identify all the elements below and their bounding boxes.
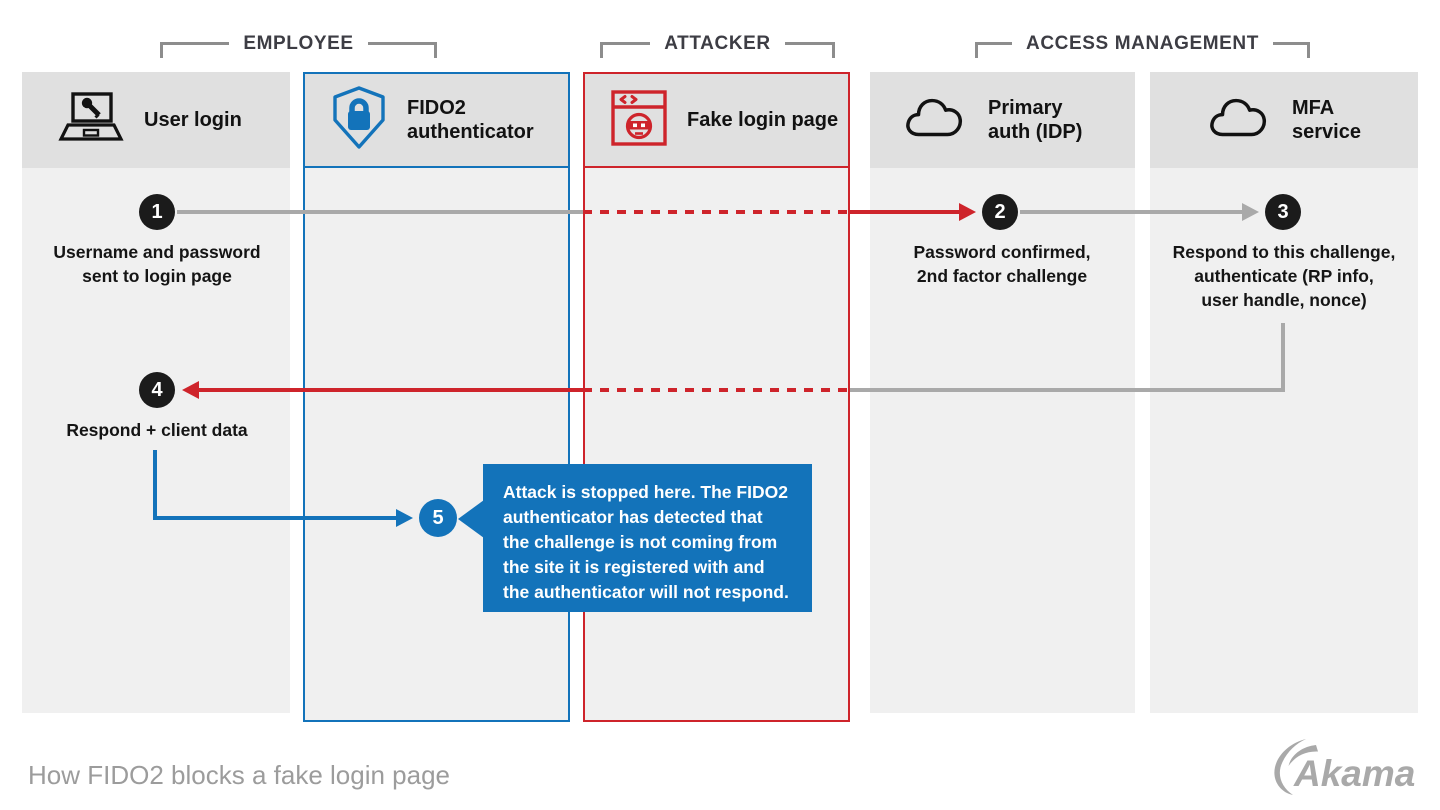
arrowhead-step4 (182, 381, 199, 399)
column-header-fake-login: Fake login page (585, 74, 848, 168)
callout-tail (458, 500, 484, 538)
column-header-fido2: FIDO2 authenticator (305, 74, 568, 168)
step-circle-2: 2 (982, 194, 1018, 230)
bracket-line (975, 42, 1013, 58)
column-label-user-login: User login (144, 109, 242, 131)
column-label-fake-login: Fake login page (687, 109, 839, 131)
akamai-logo: Akamai (1266, 736, 1426, 803)
step-text-4: Respond + client data (66, 420, 248, 440)
flow-line-5-blue (153, 516, 397, 520)
column-label-primary-auth: Primary auth (IDP) (988, 97, 1083, 143)
group-bracket-access-management: ACCESS MANAGEMENT (975, 33, 1310, 58)
cloud-icon (1208, 96, 1270, 145)
step-circle-4: 4 (139, 372, 175, 408)
step-text-2: Password confirmed, 2nd factor challenge (913, 242, 1091, 286)
shield-lock-icon (331, 85, 387, 155)
flow-line-5-down-blue (153, 450, 157, 520)
lane-fake-login-page: Fake login page (583, 72, 850, 722)
akamai-logo-text: Akamai (1293, 753, 1416, 794)
bracket-line (1272, 42, 1310, 58)
fake-page-bandit-icon (611, 89, 667, 151)
step-text-3: Respond to this challenge, authenticate … (1172, 242, 1396, 310)
group-label-access-management: ACCESS MANAGEMENT (1026, 33, 1259, 54)
column-header-mfa-service: MFA service (1150, 72, 1418, 168)
lane-user-login (22, 168, 290, 713)
step-text-1: Username and password sent to login page (53, 242, 261, 286)
group-label-employee: EMPLOYEE (243, 33, 354, 54)
flow-line-4-gray (850, 388, 1285, 392)
bracket-line (160, 42, 230, 58)
lane-fido2-authenticator: FIDO2 authenticator (303, 72, 570, 722)
flow-line-4-red-dashed (583, 388, 850, 392)
flow-line-1-red-dashed (583, 210, 850, 214)
flow-line-1-red (850, 210, 960, 214)
step-circle-3: 3 (1265, 194, 1301, 230)
step-circle-1: 1 (139, 194, 175, 230)
flow-line-1-gray (177, 210, 583, 214)
bracket-line (600, 42, 651, 58)
diagram-caption: How FIDO2 blocks a fake login page (28, 760, 450, 790)
laptop-key-icon (58, 91, 124, 149)
column-label-mfa-service: MFA service (1292, 97, 1361, 143)
callout-text: Attack is stopped here. The FIDO2 authen… (503, 482, 789, 602)
attack-stopped-callout: Attack is stopped here. The FIDO2 authen… (458, 464, 812, 612)
cloud-icon (904, 96, 966, 145)
arrowhead-step2 (959, 203, 976, 221)
bracket-line (367, 42, 438, 58)
arrowhead-step5 (396, 509, 413, 527)
flow-line-3-down-gray (1281, 323, 1285, 390)
flow-line-4-red (198, 388, 583, 392)
column-label-fido2: FIDO2 authenticator (407, 97, 534, 143)
lane-mfa-service (1150, 168, 1418, 713)
bracket-line (784, 42, 836, 58)
flow-line-2-gray (1020, 210, 1243, 214)
column-header-primary-auth: Primary auth (IDP) (870, 72, 1135, 168)
group-label-attacker: ATTACKER (664, 33, 771, 54)
group-bracket-employee: EMPLOYEE (160, 33, 438, 58)
group-bracket-attacker: ATTACKER (600, 33, 836, 58)
arrowhead-step3 (1242, 203, 1259, 221)
column-header-user-login: User login (22, 72, 290, 168)
step-circle-5: 5 (419, 499, 457, 537)
lane-primary-auth (870, 168, 1135, 713)
